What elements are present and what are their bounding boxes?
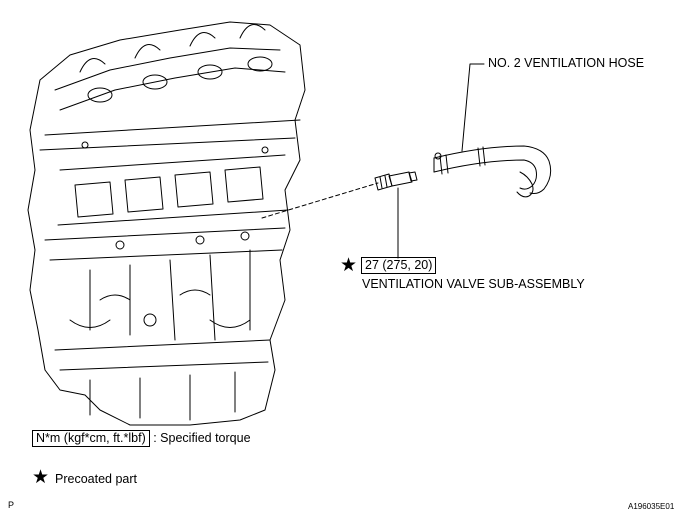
precoat-legend-desc: Precoated part: [55, 472, 137, 486]
valve-label: VENTILATION VALVE SUB-ASSEMBLY: [362, 277, 585, 291]
engine-block-illustration: [27, 21, 306, 426]
precoated-star-icon: ★: [340, 255, 358, 276]
legend-star-icon: ★: [32, 467, 50, 488]
ventilation-hose-illustration: [433, 145, 552, 198]
hose-leader-line: [461, 63, 485, 152]
ventilation-valve-illustration: [374, 171, 418, 191]
corner-letter: P: [8, 500, 15, 510]
torque-legend-box: N*m (kgf*cm, ft.*lbf): [32, 430, 150, 447]
torque-legend: N*m (kgf*cm, ft.*lbf) : Specified torque: [32, 430, 251, 447]
figure-id: A196035E01: [628, 502, 675, 511]
torque-value-box: 27 (275, 20): [361, 257, 437, 274]
install-guide-line: [261, 182, 379, 219]
hose-label: NO. 2 VENTILATION HOSE: [488, 56, 645, 70]
torque-legend-desc: : Specified torque: [153, 431, 251, 445]
torque-value: 27 (275, 20): [361, 257, 437, 274]
